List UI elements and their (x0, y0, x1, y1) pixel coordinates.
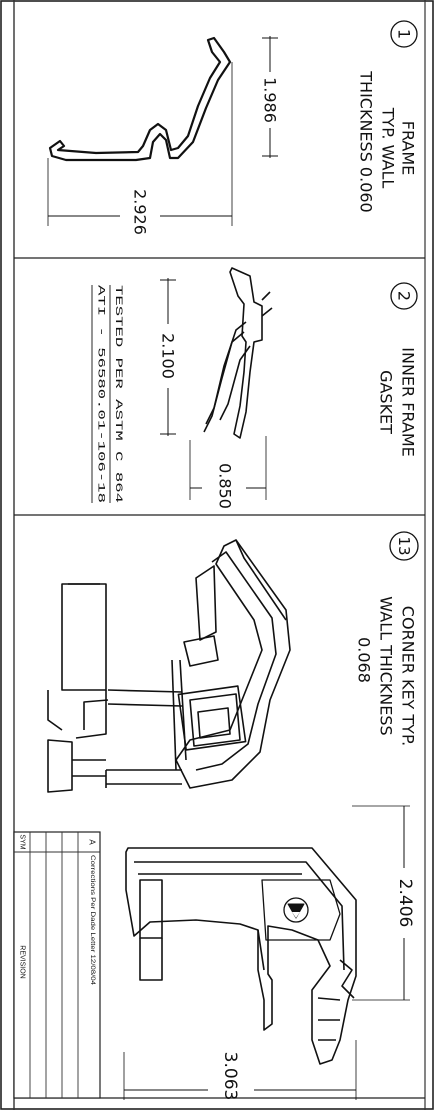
gasket-dim-b-label: 0.850 (216, 463, 235, 509)
revision-rev-description: Corrections Per Dade Letter 12/08/04 (89, 855, 95, 986)
corner-key-title-line3: 0.068 (355, 637, 374, 683)
frame-dimension-b: 2.926 (47, 62, 233, 235)
corner-key-dim-a-label: 2.406 (395, 879, 415, 928)
corner-key-callout-number: 13 (395, 536, 413, 555)
gasket-callout-circle (390, 282, 418, 310)
corner-key-title: CORNER KEY TYP. WALL THICKNESS 0.068 (355, 596, 418, 746)
revision-col-sym: SYM (19, 834, 26, 849)
revision-col-revision: REVISION (19, 945, 26, 978)
corner-key-title-line2: WALL THICKNESS (377, 596, 396, 735)
frame-dimension-a: 1.986 (258, 36, 282, 158)
gasket-dimension-b: 0.850 (189, 436, 267, 509)
frame-panel: 1 FRAME TYP. WALL THICKNESS 0.060 1.986 … (47, 20, 418, 235)
revision-table-frame (13, 831, 101, 1099)
frame-callout-circle (390, 20, 418, 48)
frame-title-line2: TYP. WALL (379, 107, 398, 189)
frame-title-line3: THICKNESS 0.060 (357, 70, 376, 212)
corner-key-side-view (125, 847, 357, 1065)
frame-callout-number: 1 (395, 29, 414, 39)
frame-callout: 1 (390, 20, 418, 48)
frame-dim-b-gap (120, 205, 160, 227)
corner-key-dim-a-gap (392, 868, 418, 938)
corner-key-callout: 13 (389, 531, 419, 561)
gasket-callout-number: 2 (395, 291, 414, 301)
corner-key-dimension-b: 3.063 (123, 1040, 357, 1101)
gasket-title-line2: GASKET (377, 370, 396, 434)
corner-key-isometric (47, 539, 291, 793)
gasket-dimension-a: 2.100 (156, 278, 180, 436)
corner-key-dim-b-label: 3.063 (220, 1052, 240, 1101)
gasket-title: INNER FRAME GASKET (377, 347, 418, 457)
gasket-dim-a-label: 2.100 (159, 333, 178, 379)
gasket-note-line1: TESTED PER ASTM C 864 (112, 285, 124, 503)
gasket-callout: 2 (390, 282, 418, 310)
gasket-profile (203, 267, 273, 439)
gasket-note-line2: ATI - 56580.01-106-18 (95, 285, 106, 503)
gasket-title-line1: INNER FRAME (399, 347, 418, 457)
frame-dim-a-gap (258, 72, 282, 128)
revision-block: A Corrections Per Dade Letter 12/08/04 S… (13, 831, 101, 1099)
gasket-dim-b-gap (202, 466, 246, 504)
gasket-test-note: TESTED PER ASTM C 864 ATI - 56580.01-106… (91, 285, 124, 503)
revision-rev-letter: A (88, 839, 97, 845)
frame-dim-a-label: 1.986 (261, 77, 280, 123)
gasket-dim-a-gap (156, 324, 180, 388)
frame-dim-b-label: 2.926 (131, 189, 150, 235)
corner-key-title-line1: CORNER KEY TYP. (399, 606, 418, 746)
corner-key-panel: 13 CORNER KEY TYP. WALL THICKNESS 0.068 (47, 531, 419, 1101)
frame-title-line1: FRAME (399, 121, 418, 176)
gasket-panel: 2 INNER FRAME GASKET 2.100 0.850 (91, 267, 418, 509)
corner-key-dimension-a: 2.406 (352, 805, 418, 1001)
frame-title: FRAME TYP. WALL THICKNESS 0.060 (357, 70, 418, 212)
frame-profile (48, 36, 232, 162)
corner-key-dim-b-gap (208, 1066, 254, 1096)
corner-key-callout-circle (389, 531, 419, 561)
